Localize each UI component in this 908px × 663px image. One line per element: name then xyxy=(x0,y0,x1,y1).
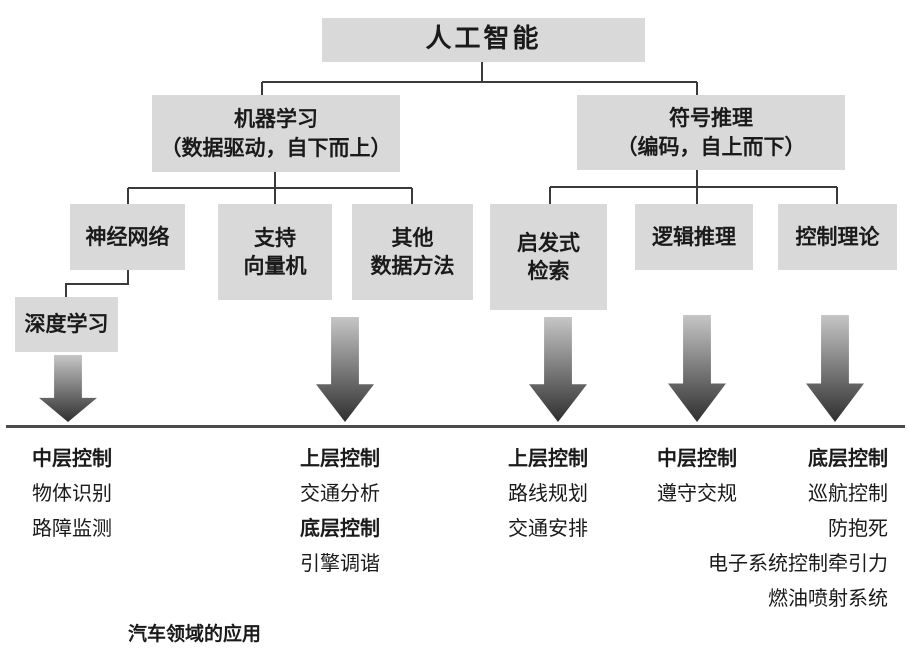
application-column-deep-learning: 中层控制 物体识别 路障监测 xyxy=(2,441,142,546)
application-item: 遵守交规 xyxy=(657,481,737,505)
connector-ml-to-children xyxy=(127,172,413,204)
application-column-data-methods: 上层控制 交通分析 底层控制 引擎调谐 xyxy=(270,441,410,581)
application-item: 防抱死 xyxy=(828,516,888,540)
application-item: 中层控制 xyxy=(32,446,112,470)
node-label-line1: 支持 xyxy=(254,225,296,250)
node-title: 机器学习 xyxy=(234,107,318,132)
application-column-control-theory: 底层控制 巡航控制 防抱死 电子系统控制牵引力 燃油喷射系统 xyxy=(648,441,888,616)
node-label: 控制理论 xyxy=(795,224,880,249)
node-subtitle: （数据驱动，自下而上） xyxy=(160,135,392,160)
node-neural-networks: 神经网络 xyxy=(70,204,185,270)
connector-sr-to-children xyxy=(549,170,838,204)
node-label: 人工智能 xyxy=(425,24,542,55)
application-item: 燃油喷射系统 xyxy=(768,586,888,610)
application-item: 引擎调谐 xyxy=(300,551,380,575)
node-label: 深度学习 xyxy=(24,312,109,337)
application-item: 路障监测 xyxy=(32,516,112,540)
application-item: 上层控制 xyxy=(300,446,380,470)
application-item: 路线规划 xyxy=(508,481,588,505)
application-item: 物体识别 xyxy=(32,481,112,505)
caption-automotive-applications: 汽车领域的应用 xyxy=(128,623,262,645)
application-column-heuristic-search: 上层控制 路线规划 交通安排 xyxy=(478,441,618,546)
node-logical-reasoning: 逻辑推理 xyxy=(635,204,753,270)
node-label-line1: 启发式 xyxy=(517,230,580,255)
application-item: 上层控制 xyxy=(508,446,588,470)
node-label-line2: 数据方法 xyxy=(370,254,455,278)
node-machine-learning: 机器学习 （数据驱动，自下而上） xyxy=(152,95,400,172)
node-label-line1: 其他 xyxy=(391,225,434,250)
node-control-theory: 控制理论 xyxy=(778,204,897,270)
connector-nn-to-deep-learning xyxy=(65,270,129,297)
applications-divider-line xyxy=(6,425,905,428)
node-title: 符号推理 xyxy=(669,106,753,131)
node-other-data-methods: 其他 数据方法 xyxy=(352,204,473,300)
node-label: 神经网络 xyxy=(85,224,170,249)
node-label: 逻辑推理 xyxy=(652,224,736,249)
node-label-line2: 向量机 xyxy=(243,254,307,278)
application-item: 中层控制 xyxy=(657,446,737,470)
node-label-line2: 检索 xyxy=(527,259,570,283)
application-item: 巡航控制 xyxy=(808,481,888,505)
connector-root-to-branches xyxy=(261,62,698,95)
node-deep-learning: 深度学习 xyxy=(15,297,118,352)
node-subtitle: （编码，自上而下） xyxy=(616,134,806,159)
application-item: 交通分析 xyxy=(300,481,380,505)
node-symbolic-reasoning: 符号推理 （编码，自上而下） xyxy=(577,95,845,170)
node-heuristic-search: 启发式 检索 xyxy=(490,204,607,310)
node-support-vector-machine: 支持 向量机 xyxy=(218,204,332,300)
node-artificial-intelligence: 人工智能 xyxy=(322,18,645,62)
application-item: 电子系统控制牵引力 xyxy=(708,551,888,575)
application-item: 底层控制 xyxy=(808,446,888,470)
application-item: 底层控制 xyxy=(300,516,380,540)
application-column-logical-reasoning: 中层控制 遵守交规 xyxy=(627,441,767,511)
application-item: 交通安排 xyxy=(508,516,588,540)
